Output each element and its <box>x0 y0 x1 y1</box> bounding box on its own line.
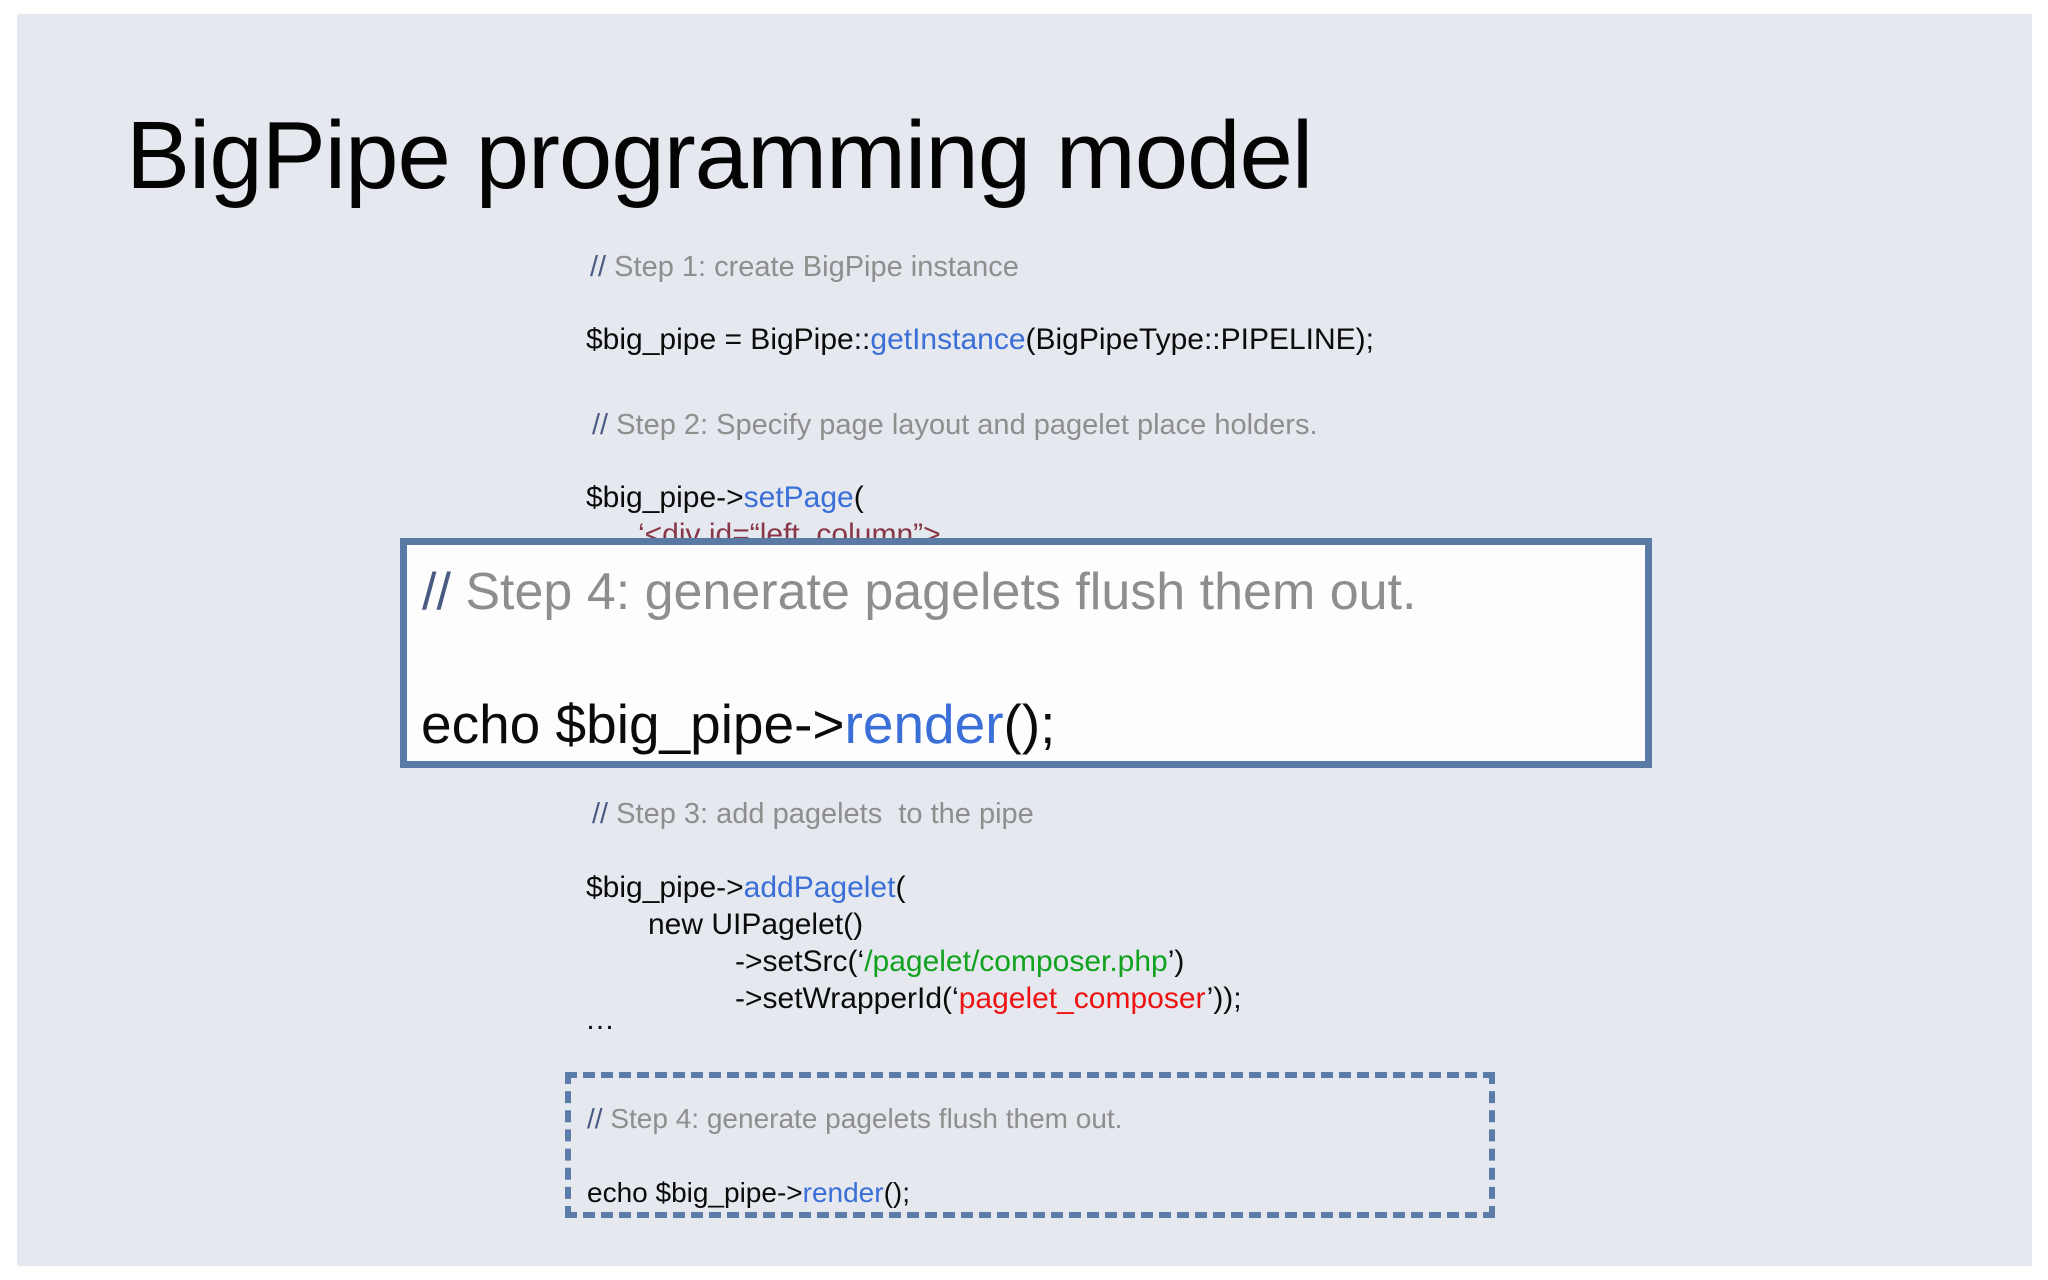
method-name-render: render <box>802 1177 884 1208</box>
code-segment: ’)); <box>1206 982 1242 1015</box>
overlay-comment-step4: // Step 4: generate pagelets flush them … <box>422 561 1416 623</box>
code-segment: $big_pipe = BigPipe:: <box>586 323 871 356</box>
code-line-setwrapperid: ->setWrapperId(‘pagelet_composer’)); <box>735 981 1242 1017</box>
method-name-addpagelet: addPagelet <box>743 871 896 904</box>
comment-slashes: // <box>592 798 609 830</box>
comment-text: Step 3: add pagelets to the pipe <box>608 798 1034 830</box>
code-segment: echo $big_pipe-> <box>421 693 845 755</box>
code-segment: $big_pipe-> <box>586 871 744 904</box>
code-segment: (BigPipeType::PIPELINE); <box>1025 323 1375 356</box>
comment-step2: // Step 2: Specify page layout and pagel… <box>592 408 1318 443</box>
overlay-code-line-render: echo $big_pipe->render(); <box>421 691 1055 757</box>
code-segment: ( <box>853 481 864 514</box>
dashed-comment-step4: // Step 4: generate pagelets flush them … <box>587 1102 1122 1136</box>
code-line-setsrc: ->setSrc(‘/pagelet/composer.php’) <box>735 944 1184 980</box>
comment-text: Step 4: generate pagelets flush them out… <box>450 563 1417 621</box>
dashed-step4-box: // Step 4: generate pagelets flush them … <box>565 1072 1495 1218</box>
code-segment: (); <box>883 1177 910 1208</box>
code-segment: ->setSrc(‘ <box>735 945 865 978</box>
overlay-callout-box: // Step 4: generate pagelets flush them … <box>400 538 1652 768</box>
slide-title: BigPipe programming model <box>126 102 1313 209</box>
comment-slashes: // <box>590 251 607 283</box>
comment-slashes: // <box>592 409 609 441</box>
code-line-getinstance: $big_pipe = BigPipe::getInstance(BigPipe… <box>586 322 1374 358</box>
method-name-render: render <box>844 693 1004 755</box>
method-name-setpage: setPage <box>743 481 854 514</box>
comment-step1: // Step 1: create BigPipe instance <box>590 250 1019 285</box>
comment-text: Step 2: Specify page layout and pagelet … <box>608 409 1318 441</box>
method-name-getinstance: getInstance <box>870 323 1026 356</box>
comment-step3: // Step 3: add pagelets to the pipe <box>592 797 1034 832</box>
code-line-new-uipagelet: new UIPagelet() <box>648 908 864 941</box>
comment-slashes: // <box>422 563 451 621</box>
code-segment: (); <box>1003 693 1056 755</box>
string-wrapper-id: pagelet_composer <box>958 982 1207 1015</box>
code-line-setpage: $big_pipe->setPage( <box>586 480 864 516</box>
code-segment: ->setWrapperId(‘ <box>735 982 959 1015</box>
code-segment: echo $big_pipe-> <box>587 1177 803 1208</box>
string-pagelet-src: /pagelet/composer.php <box>864 945 1168 978</box>
code-line-ellipsis: … <box>585 1003 615 1036</box>
code-segment: $big_pipe-> <box>586 481 744 514</box>
slide-background: BigPipe programming model // Step 1: cre… <box>17 14 2032 1266</box>
dashed-code-line-render: echo $big_pipe->render(); <box>587 1176 910 1210</box>
code-line-addpagelet: $big_pipe->addPagelet( <box>586 870 905 906</box>
comment-slashes: // <box>587 1103 603 1134</box>
comment-text: Step 4: generate pagelets flush them out… <box>602 1103 1123 1134</box>
comment-text: Step 1: create BigPipe instance <box>606 251 1019 283</box>
code-segment: ’) <box>1167 945 1185 978</box>
code-segment: ( <box>895 871 906 904</box>
